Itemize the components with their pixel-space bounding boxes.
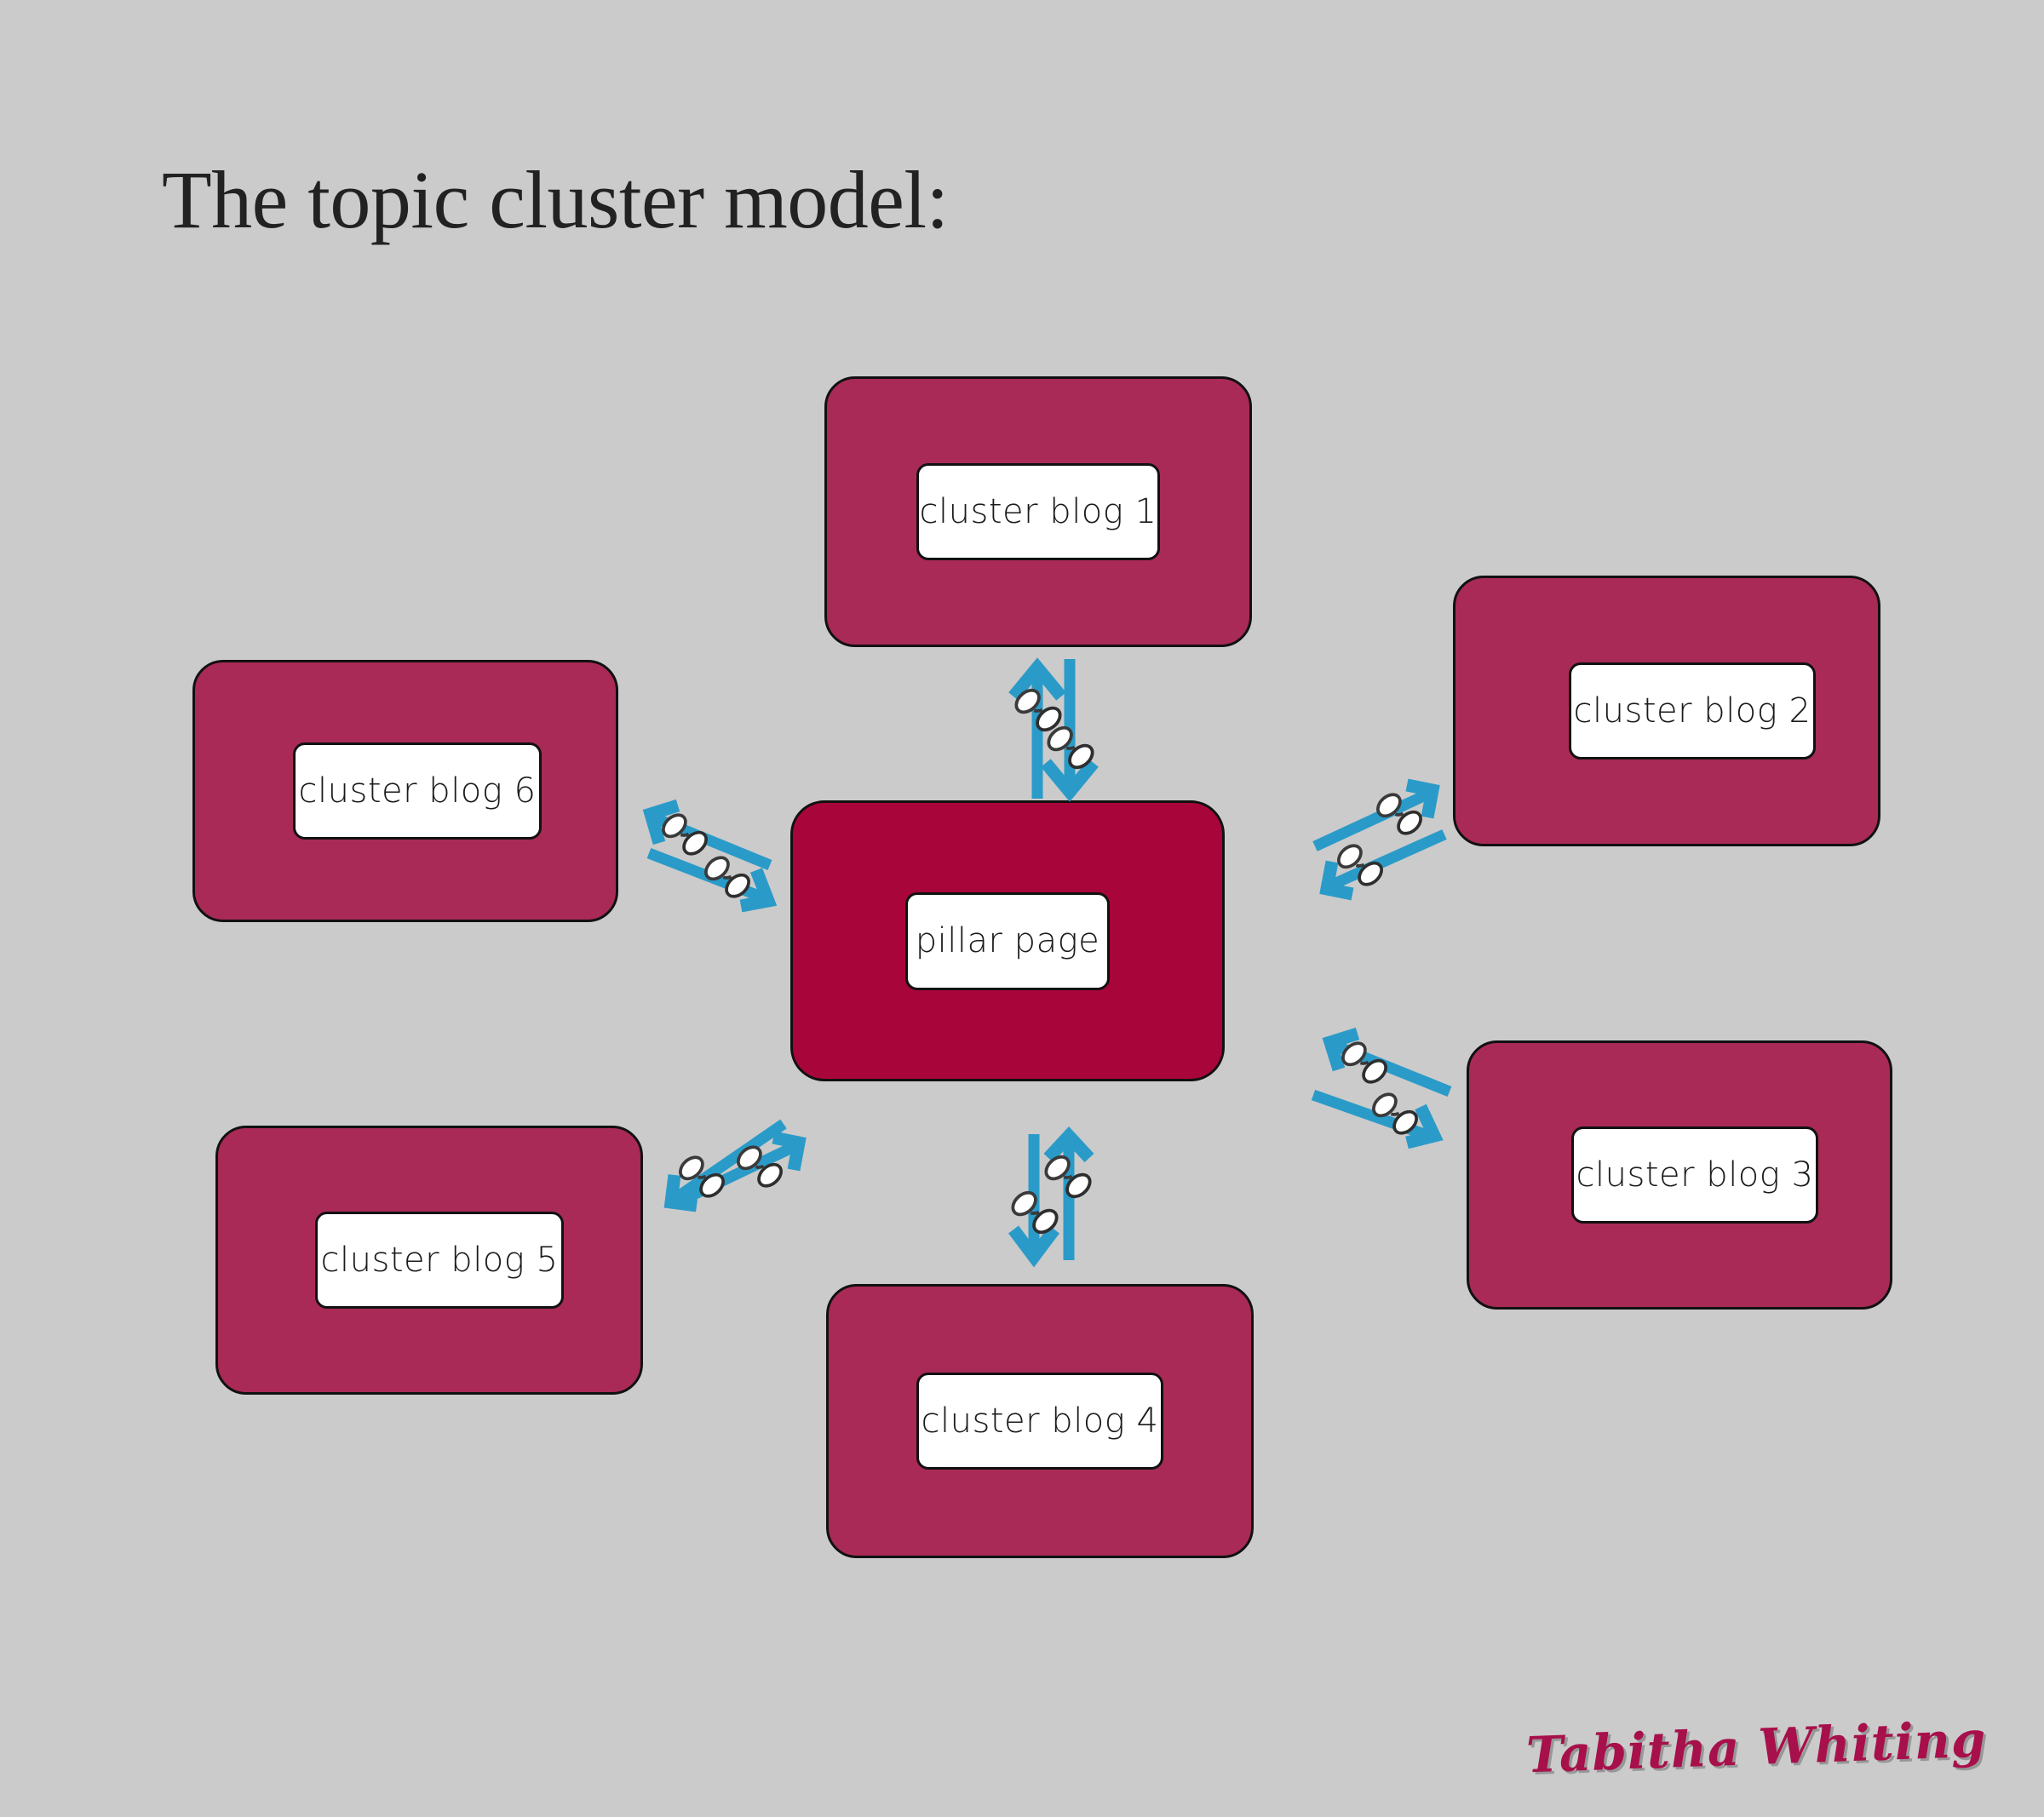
arrow-down-left-shaft: [1319, 829, 1447, 901]
arrow-up-left-shaft: [642, 799, 772, 871]
arrow-down-left-shaft: [663, 1119, 787, 1212]
node-label-cluster-blog-1: cluster blog 1: [919, 492, 1157, 531]
chain-link-icon: [1372, 788, 1427, 840]
arrow-down-right-shaft: [1041, 659, 1099, 802]
node-cluster-blog-6[interactable]: cluster blog 6: [192, 660, 618, 922]
arrow-up-left-shaft: [1008, 657, 1066, 799]
chain-link-icon: [675, 1151, 729, 1202]
page-title: The topic cluster model:: [162, 154, 949, 245]
chain-link-icon: [657, 809, 712, 860]
node-label-box-cluster-blog-4: cluster blog 4: [916, 1373, 1163, 1470]
connector-pillar-cluster-blog-6: [620, 782, 807, 913]
node-pillar-page[interactable]: pillar page: [790, 800, 1225, 1081]
arrow-down-right-shaft: [1311, 1089, 1444, 1149]
arrow-up-right-shaft: [1312, 778, 1440, 851]
node-label-box-cluster-blog-3: cluster blog 3: [1571, 1126, 1818, 1224]
author-signature: Tabitha Whiting: [1524, 1710, 1988, 1785]
chain-link-icon: [1333, 840, 1387, 891]
arrow-up-left-shaft: [1322, 1027, 1452, 1098]
connector-pillar-cluster-blog-1: [1005, 647, 1175, 802]
chain-link-icon: [700, 851, 755, 903]
chain-link-icon: [1368, 1088, 1422, 1139]
node-label-box-cluster-blog-2: cluster blog 2: [1569, 662, 1816, 759]
node-label-box-cluster-blog-6: cluster blog 6: [293, 742, 542, 840]
arrow-up-right-shaft: [682, 1131, 807, 1204]
arrow-down-right-shaft: [646, 847, 778, 913]
chain-link-icon: [1040, 1150, 1096, 1203]
connector-pillar-cluster-blog-3: [1301, 1010, 1489, 1149]
arrow-up-right-shaft: [1043, 1126, 1094, 1260]
node-label-cluster-blog-5: cluster blog 5: [320, 1241, 559, 1280]
node-label-cluster-blog-3: cluster blog 3: [1576, 1155, 1814, 1195]
node-label-box-cluster-blog-5: cluster blog 5: [315, 1212, 564, 1309]
arrow-down-left-shaft: [1008, 1134, 1059, 1268]
chain-link-icon: [1337, 1037, 1392, 1088]
node-cluster-blog-5[interactable]: cluster blog 5: [215, 1126, 643, 1395]
chain-link-icon: [1010, 684, 1066, 737]
node-label-box-cluster-blog-1: cluster blog 1: [916, 463, 1160, 560]
node-label-cluster-blog-2: cluster blog 2: [1573, 691, 1811, 731]
node-label-cluster-blog-4: cluster blog 4: [921, 1401, 1159, 1441]
node-cluster-blog-2[interactable]: cluster blog 2: [1453, 576, 1880, 846]
connector-pillar-cluster-blog-5: [654, 1105, 841, 1233]
node-label-cluster-blog-6: cluster blog 6: [298, 771, 537, 811]
connector-pillar-cluster-blog-2: [1278, 765, 1465, 901]
node-cluster-blog-3[interactable]: cluster blog 3: [1467, 1040, 1892, 1310]
chain-link-icon: [1007, 1186, 1063, 1239]
chain-link-icon: [1042, 721, 1099, 774]
chain-link-icon: [732, 1141, 787, 1192]
connector-pillar-cluster-blog-4: [1003, 1107, 1174, 1269]
node-cluster-blog-4[interactable]: cluster blog 4: [826, 1284, 1254, 1558]
node-cluster-blog-1[interactable]: cluster blog 1: [824, 376, 1252, 647]
node-label-pillar-page: pillar page: [915, 921, 1100, 960]
node-label-box-pillar-page: pillar page: [905, 891, 1110, 990]
